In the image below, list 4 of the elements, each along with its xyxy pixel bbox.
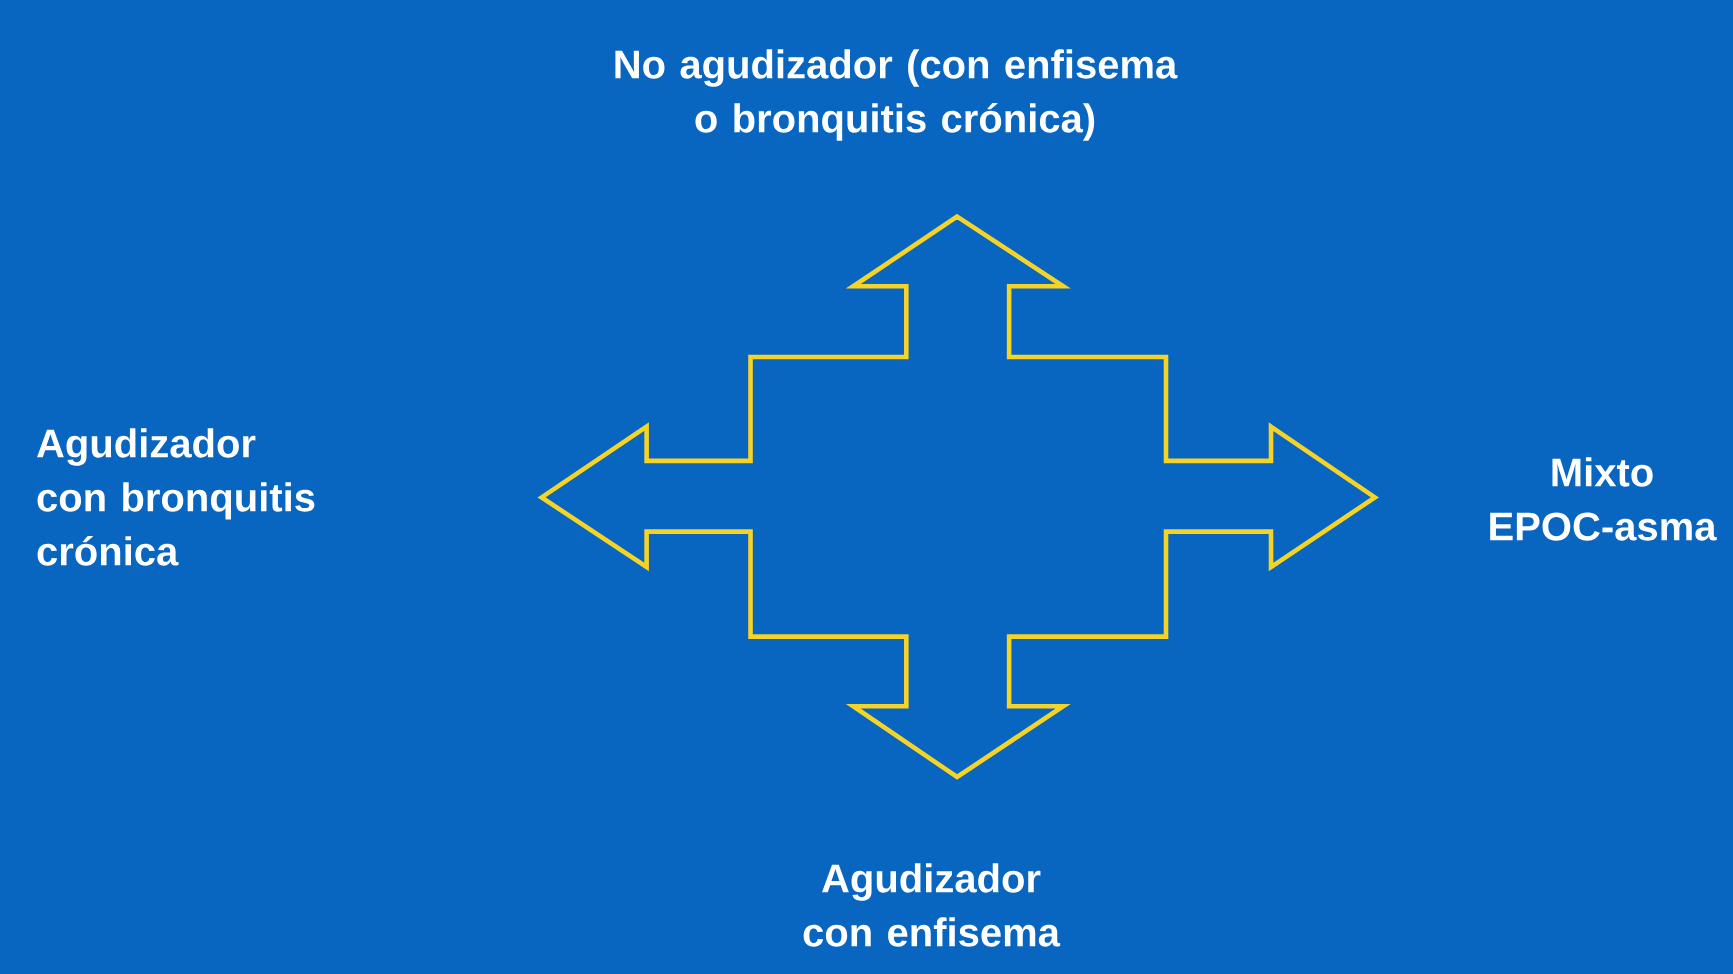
label-text: Agudizador con bronquitis crónica (37, 428, 315, 566)
label-text: No agudizador (con enfisema o bronquitis crónica) (615, 49, 1178, 141)
label-text: Mixto EPOC-asma (1490, 457, 1717, 541)
label-text: Agudizador con enfisema (803, 863, 1061, 947)
